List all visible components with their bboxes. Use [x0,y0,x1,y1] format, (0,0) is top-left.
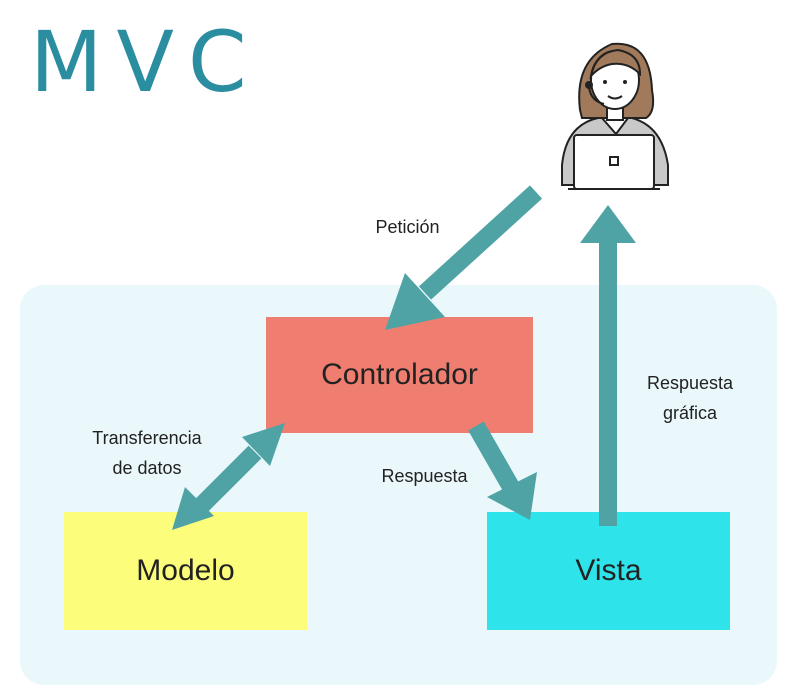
respuesta-label: Respuesta [381,466,468,486]
respuesta-grafica-line2: gráfica [662,403,718,423]
vista-box: Vista [487,512,730,630]
controlador-box: Controlador [266,317,533,433]
user-at-laptop-icon [561,42,669,190]
respuesta-grafica-arrow [580,205,636,526]
transferencia-line1: Transferencia [92,428,202,448]
respuesta-grafica-line1: Respuesta [646,373,734,393]
respuesta-arrow [468,421,537,520]
peticion-label: Petición [375,217,440,237]
controlador-label: Controlador [321,358,478,391]
diagram-title: MVC [30,13,261,111]
modelo-box: Modelo [64,512,307,630]
peticion-arrow [385,185,543,330]
transferencia-line2: de datos [112,458,182,478]
respuesta-grafica-label: Respuesta gráfica [630,368,750,428]
vista-label: Vista [575,554,642,587]
transferencia-label: Transferencia de datos [72,423,222,483]
transferencia-arrow [172,423,285,530]
modelo-label: Modelo [136,554,235,587]
